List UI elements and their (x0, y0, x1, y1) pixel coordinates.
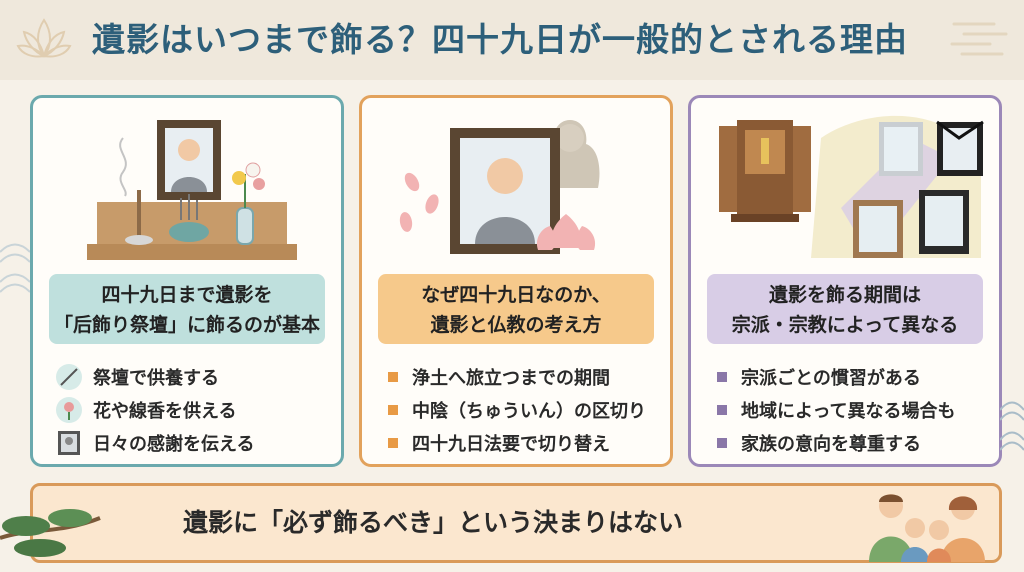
card-list: 浄土へ旅立つまでの期間 中陰（ちゅういん）の区切り 四十九日法要で切り替え (384, 360, 654, 459)
heading-line: 遺影と仏教の考え方 (430, 314, 602, 336)
portrait-frame-icon (58, 430, 80, 455)
bullet-square-icon (717, 437, 727, 448)
flower-icon (56, 396, 82, 423)
page-title: 遺影はいつまで飾る？四十九日が一般的とされる理由 (92, 20, 908, 59)
list-item-text: 宗派ごとの慣習がある (741, 367, 921, 389)
card-altar: 四十九日まで遺影を 「后飾り祭壇」に飾るのが基本 祭壇で供養する 花や線香を供え… (30, 95, 344, 467)
list-item: 地域によって異なる場合も (713, 393, 983, 426)
card-list: 祭壇で供養する 花や線香を供える 日々の感謝を伝える (55, 360, 325, 459)
wave-pattern-icon (1000, 401, 1024, 451)
heading-line: 遺影を飾る期間は (768, 284, 921, 306)
heading-line: 「后飾り祭壇」に飾るのが基本 (53, 314, 320, 336)
cloud-pattern-icon (950, 22, 1008, 56)
wave-pattern-icon (0, 243, 30, 293)
conclusion-banner: 遺影に「必ず飾るべき」という決まりはない (30, 483, 1002, 563)
list-item: 中陰（ちゅういん）の区切り (384, 393, 654, 426)
altar-illustration (87, 120, 297, 260)
family-illustration (869, 494, 985, 562)
title-bar (0, 0, 1024, 80)
conclusion-text: 遺影に「必ず飾るべき」という決まりはない (183, 508, 684, 537)
bullet-square-icon (717, 404, 727, 415)
card-list: 宗派ごとの慣習がある 地域によって異なる場合も 家族の意向を尊重する (713, 360, 983, 459)
list-item: 家族の意向を尊重する (713, 426, 983, 459)
list-item-text: 地域によって異なる場合も (741, 400, 956, 422)
lotus-icon (16, 18, 72, 58)
list-item: 宗派ごとの慣習がある (713, 360, 983, 393)
bullet-square-icon (717, 371, 727, 382)
heading-line: 四十九日まで遺影を (101, 284, 273, 306)
list-item: 花や線香を供える (55, 393, 325, 426)
list-item-text: 浄土へ旅立つまでの期間 (412, 367, 610, 389)
list-item-text: 日々の感謝を伝える (93, 433, 255, 455)
bullet-square-icon (388, 404, 398, 415)
heading-line: なぜ四十九日なのか、 (421, 284, 611, 306)
list-item: 祭壇で供養する (55, 360, 325, 393)
pine-branch-icon (0, 509, 101, 557)
card-buddhism: なぜ四十九日なのか、 遺影と仏教の考え方 浄土へ旅立つまでの期間 中陰（ちゅうい… (359, 95, 673, 467)
card-religion: 遺影を飾る期間は 宗派・宗教によって異なる 宗派ごとの慣習がある 地域によって異… (688, 95, 1002, 467)
list-item-text: 四十九日法要で切り替え (412, 433, 610, 455)
shrine-frames-illustration (719, 115, 984, 259)
portrait-buddha-illustration (399, 120, 600, 254)
list-item: 浄土へ旅立つまでの期間 (384, 360, 654, 393)
incense-stick-icon (56, 363, 82, 390)
list-item-text: 家族の意向を尊重する (741, 433, 921, 455)
list-item-text: 花や線香を供える (93, 400, 237, 422)
card-heading: 遺影を飾る期間は 宗派・宗教によって異なる (707, 274, 983, 344)
list-item: 日々の感謝を伝える (55, 426, 325, 459)
card-heading: 四十九日まで遺影を 「后飾り祭壇」に飾るのが基本 (49, 274, 325, 344)
card-heading: なぜ四十九日なのか、 遺影と仏教の考え方 (378, 274, 654, 344)
list-item-text: 祭壇で供養する (93, 367, 219, 389)
list-item-text: 中陰（ちゅういん）の区切り (412, 400, 646, 422)
bullet-square-icon (388, 437, 398, 448)
bullet-square-icon (388, 371, 398, 382)
list-item: 四十九日法要で切り替え (384, 426, 654, 459)
heading-line: 宗派・宗教によって異なる (731, 314, 959, 336)
